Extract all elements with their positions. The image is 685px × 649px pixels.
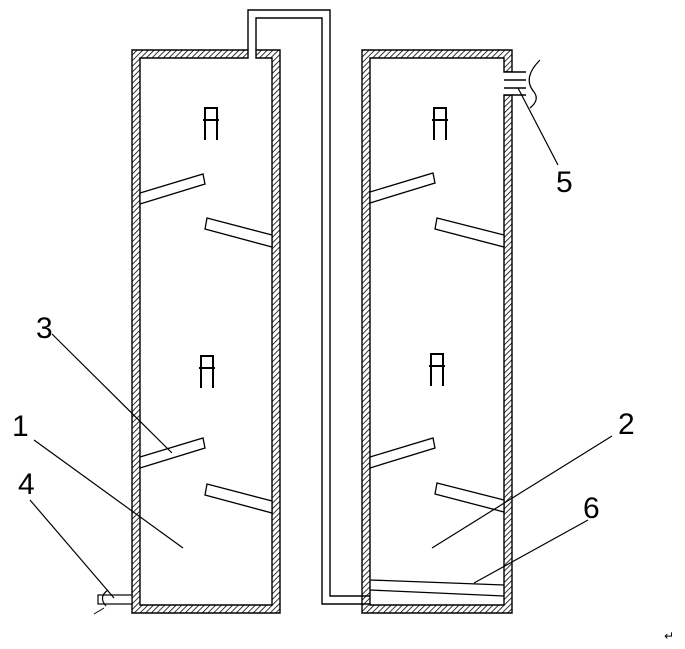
leader-6 [473,519,589,584]
outlet-pipe-5 [504,59,541,109]
tank-1-wall [131,49,281,614]
baffle [204,217,273,248]
baffle [139,437,206,469]
label-4: 4 [18,468,35,501]
leader-lines [29,87,613,599]
fixture [429,353,445,386]
baffle [369,437,436,469]
baffle [434,217,505,248]
label-3: 3 [36,312,53,345]
leader-2 [431,435,613,549]
tank-1 [93,49,281,615]
connecting-pipe [247,9,370,605]
fixtures [199,107,448,388]
label-5: 5 [556,166,573,199]
leader-1 [33,439,184,549]
filter-screen-6 [369,579,505,597]
corner-mark: ↵ [664,629,674,643]
fixture [199,355,215,388]
baffle [204,483,273,514]
baffle [139,173,206,205]
fixture [203,107,219,140]
inlet-pipe-4 [93,589,133,615]
label-2: 2 [618,408,635,441]
baffle [434,482,505,513]
label-6: 6 [583,492,600,525]
leader-3 [51,333,173,454]
baffles-left [139,173,273,514]
fixture [432,107,448,140]
leader-4 [29,499,115,599]
baffle [369,172,436,204]
tank-2 [361,49,541,614]
leader-5 [517,87,559,166]
label-1: 1 [12,410,29,443]
tank-2-wall [361,49,513,614]
baffles-right [369,172,505,513]
